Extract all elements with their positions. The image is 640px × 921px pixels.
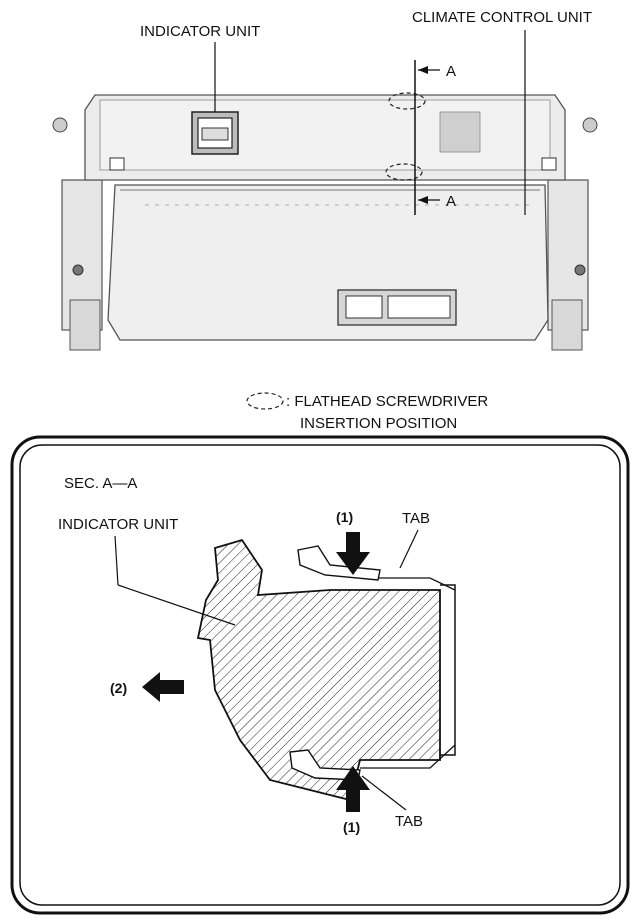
step-label-pull: (2) <box>110 680 127 696</box>
section-frame-outer <box>10 435 630 915</box>
push-arrow-bottom-icon <box>336 766 370 812</box>
step-label-push-top: (1) <box>336 509 353 525</box>
climate-unit-drawing <box>52 30 598 351</box>
pull-arrow-icon <box>142 672 184 702</box>
section-frame-inner <box>19 444 621 906</box>
step-label-push-bottom: (1) <box>343 819 360 835</box>
section-title: SEC. A—A <box>64 475 137 492</box>
legend-line1: : FLATHEAD SCREWDRIVER <box>286 393 488 410</box>
push-arrow-top-icon <box>336 532 370 575</box>
climate-control-unit-label: CLIMATE CONTROL UNIT <box>412 9 592 26</box>
tab-label-bottom: TAB <box>395 813 423 830</box>
section-indicator-unit-label: INDICATOR UNIT <box>58 516 178 533</box>
indicator-unit-label: INDICATOR UNIT <box>140 23 260 40</box>
indicator-unit-section <box>196 538 456 802</box>
legend-line2: INSERTION POSITION <box>300 415 457 432</box>
section-mark-bottom: A <box>446 193 456 210</box>
section-mark-top: A <box>446 63 456 80</box>
legend: : FLATHEAD SCREWDRIVER INSERTION POSITIO… <box>246 392 488 432</box>
tab-label-top: TAB <box>402 510 430 527</box>
dashed-ellipse-icon <box>246 392 284 410</box>
